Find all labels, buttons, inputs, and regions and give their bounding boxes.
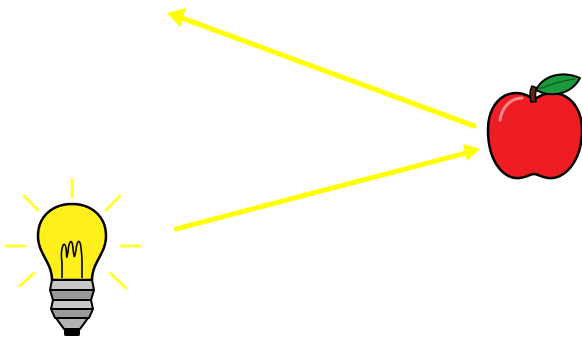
reflected-ray-shaft: [182, 18, 474, 126]
incident-ray-shaft: [176, 153, 466, 229]
incident-ray-arrowhead: [463, 144, 480, 161]
light-bulb-icon: [6, 180, 140, 336]
bulb-contact: [64, 329, 80, 336]
apple-body: [488, 93, 582, 178]
reflected-ray-arrow: [167, 8, 474, 126]
apple-icon: [488, 74, 582, 178]
incident-ray-arrow: [176, 144, 480, 229]
bulb-base: [50, 280, 94, 329]
apple-leaf: [536, 74, 580, 94]
